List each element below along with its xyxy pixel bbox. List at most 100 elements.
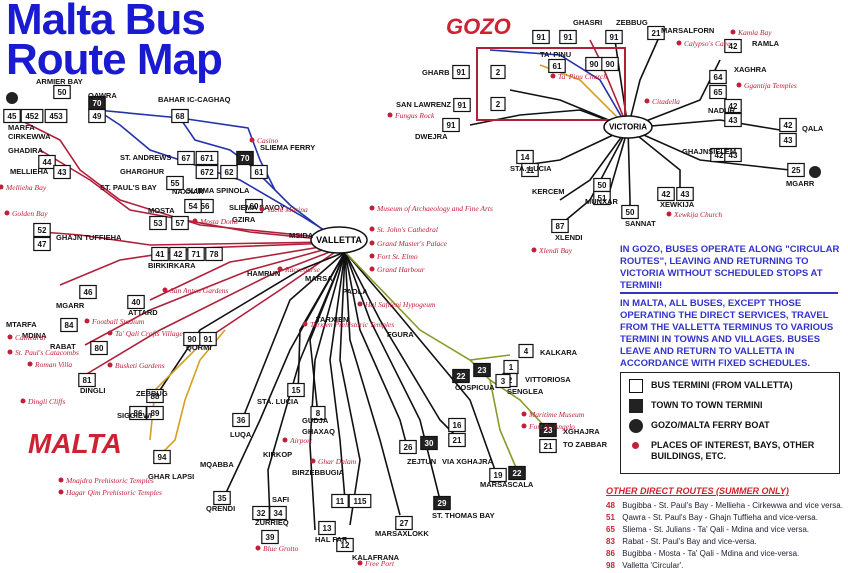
route-box[interactable]: 91 [532, 29, 550, 45]
route-box[interactable]: 65 [709, 84, 727, 100]
poi[interactable]: Hagar Qim Prehistoric Temples [58, 488, 162, 497]
route-box[interactable]: 12 [336, 537, 354, 553]
route-box[interactable]: 46 [79, 284, 97, 300]
route-box[interactable]: 42 [724, 38, 742, 54]
route-box[interactable]: 61 [250, 164, 268, 180]
route-box[interactable]: 671 [195, 150, 219, 166]
route-box[interactable]: 30 [420, 435, 438, 451]
poi[interactable]: Ghar Dalam [310, 457, 357, 466]
poi[interactable]: Grand Master's Palace [369, 239, 448, 248]
poi[interactable]: Busketi Gardens [107, 361, 165, 370]
route-box[interactable]: 50 [593, 177, 611, 193]
poi[interactable]: Mellieha Bay [0, 183, 47, 192]
route-box[interactable]: 16 [448, 417, 466, 433]
route-box[interactable]: 23 [539, 422, 557, 438]
poi[interactable]: Museum of Archaeology and Fine Arts [369, 204, 493, 213]
route-box[interactable]: 21 [448, 432, 466, 448]
route-box[interactable]: 21 [539, 438, 557, 454]
route-box[interactable]: 53 [149, 215, 167, 231]
poi[interactable]: Tarxien Prehistoric Temples [302, 320, 395, 329]
route-box[interactable]: 54 [184, 198, 202, 214]
route-box[interactable]: 57 [171, 215, 189, 231]
poi[interactable]: Casino [249, 136, 279, 145]
route-box[interactable]: 60 [245, 198, 263, 214]
route-box[interactable]: 23 [473, 362, 491, 378]
route-box[interactable]: 11 [331, 493, 349, 509]
poi[interactable]: Free Port [357, 559, 396, 568]
route-box[interactable]: 47 [33, 236, 51, 252]
route-box[interactable]: 88 [146, 388, 164, 404]
route-box[interactable]: 1 [503, 359, 519, 375]
route-box[interactable]: 40 [127, 294, 145, 310]
route-box[interactable]: 19 [489, 467, 507, 483]
route-box[interactable]: 90 [585, 56, 603, 72]
poi[interactable]: Yacht Marina [259, 205, 309, 214]
route-box[interactable]: 86 [129, 405, 147, 421]
poi[interactable]: Mnajdra Prehistoric Temples [58, 476, 154, 485]
poi[interactable]: Fort St. Elmo [369, 252, 418, 261]
route-box[interactable]: 68 [171, 108, 189, 124]
route-box[interactable]: 34 [269, 505, 287, 521]
route-box[interactable]: 49 [88, 108, 106, 124]
route-box[interactable]: 91 [452, 64, 470, 80]
route-box[interactable]: 32 [252, 505, 270, 521]
route-box[interactable]: 3 [495, 373, 511, 389]
route-box[interactable]: 51 [593, 190, 611, 206]
route-box[interactable]: 11 [521, 162, 539, 178]
route-box[interactable]: 61 [548, 58, 566, 74]
poi[interactable]: Fort St. Angelo [521, 422, 576, 431]
route-box[interactable]: 452 [20, 108, 44, 124]
poi[interactable]: Fungus Rock [387, 111, 436, 120]
poi[interactable]: St. Paul's Catacombs [7, 348, 79, 357]
route-box[interactable]: 14 [516, 149, 534, 165]
route-box[interactable]: 84 [60, 317, 78, 333]
route-box[interactable]: 453 [44, 108, 68, 124]
poi[interactable]: Blue Grotto [255, 544, 299, 553]
route-box[interactable]: 35 [213, 490, 231, 506]
poi[interactable]: Xlendi Bay [531, 246, 573, 255]
poi[interactable]: San Anton Gardens [162, 286, 229, 295]
route-box[interactable]: 52 [33, 222, 51, 238]
route-box[interactable]: 91 [442, 117, 460, 133]
route-box[interactable]: 2 [490, 64, 506, 80]
route-box[interactable]: 42 [657, 186, 675, 202]
valletta-hub[interactable] [310, 226, 368, 254]
poi[interactable]: Citadella [644, 97, 681, 106]
route-box[interactable]: 50 [621, 204, 639, 220]
route-box[interactable]: 42 [779, 117, 797, 133]
poi[interactable]: St. John's Cathedral [369, 225, 438, 234]
route-box[interactable]: 4 [518, 343, 534, 359]
route-box[interactable]: 25 [787, 162, 805, 178]
route-box[interactable]: 672 [195, 164, 219, 180]
route-box[interactable]: 45 [3, 108, 21, 124]
route-box[interactable]: 43 [779, 132, 797, 148]
route-box[interactable]: 2 [490, 96, 506, 112]
route-box[interactable]: 91 [559, 29, 577, 45]
route-box[interactable]: 91 [199, 331, 217, 347]
route-box[interactable]: 81 [78, 372, 96, 388]
route-box[interactable]: 50 [53, 84, 71, 100]
route-box[interactable]: 43 [676, 186, 694, 202]
route-box[interactable]: 21 [647, 25, 665, 41]
route-box[interactable]: 87 [551, 218, 569, 234]
route-box[interactable]: 29 [433, 495, 451, 511]
poi[interactable]: Ta' Qali Crafts Village [107, 329, 184, 338]
poi[interactable]: Roman Villa [27, 360, 73, 369]
route-box[interactable]: 91 [605, 29, 623, 45]
poi[interactable]: Grand Harbour [369, 265, 425, 274]
route-box[interactable]: 22 [452, 368, 470, 384]
route-box[interactable]: 42 [169, 246, 187, 262]
route-box[interactable]: 26 [399, 439, 417, 455]
route-box[interactable]: 22 [508, 465, 526, 481]
poi[interactable]: Football Stadium [84, 317, 145, 326]
route-box[interactable]: 8 [310, 405, 326, 421]
route-box[interactable]: 43 [53, 164, 71, 180]
route-box[interactable]: 42 [724, 98, 742, 114]
poi[interactable]: Golden Bay [4, 209, 49, 218]
route-box[interactable]: 27 [395, 515, 413, 531]
poi[interactable]: Kamla Bay [730, 28, 773, 37]
poi[interactable]: Cathedral [7, 333, 46, 342]
route-box[interactable]: 43 [724, 112, 742, 128]
route-box[interactable]: 78 [205, 246, 223, 262]
route-box[interactable]: 115 [348, 493, 372, 509]
